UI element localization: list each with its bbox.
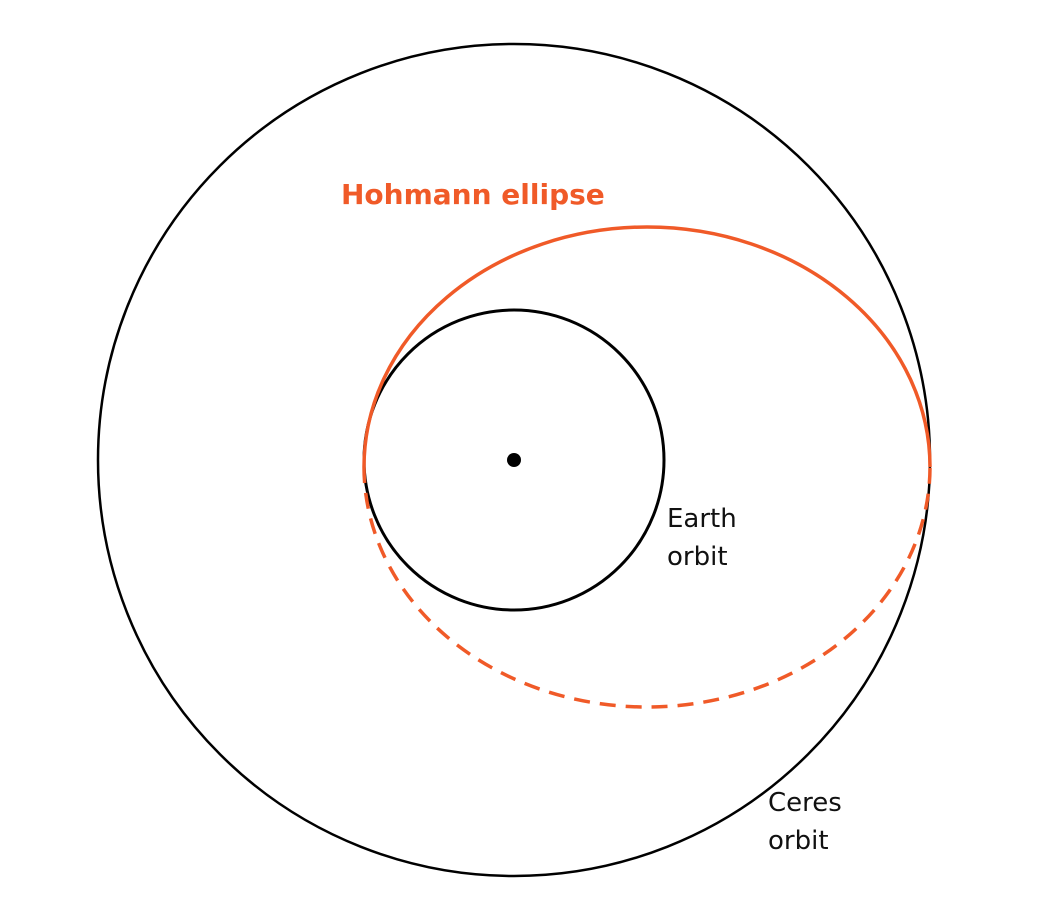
hohmann-ellipse-solid-upper <box>362 225 932 468</box>
hohmann-ellipse-dashed-lower <box>362 466 932 709</box>
hohmann-ellipse-label: Hohmann ellipse <box>341 178 605 211</box>
sun-dot <box>507 453 521 467</box>
ceres-orbit-label-line2: orbit <box>768 826 829 856</box>
ceres-orbit-label-line1: Ceres <box>768 788 842 818</box>
ceres-orbit-label: Ceres orbit <box>768 784 842 860</box>
earth-orbit-label: Earth orbit <box>667 500 737 576</box>
earth-orbit-label-line2: orbit <box>667 542 728 572</box>
earth-orbit-label-line1: Earth <box>667 504 737 534</box>
